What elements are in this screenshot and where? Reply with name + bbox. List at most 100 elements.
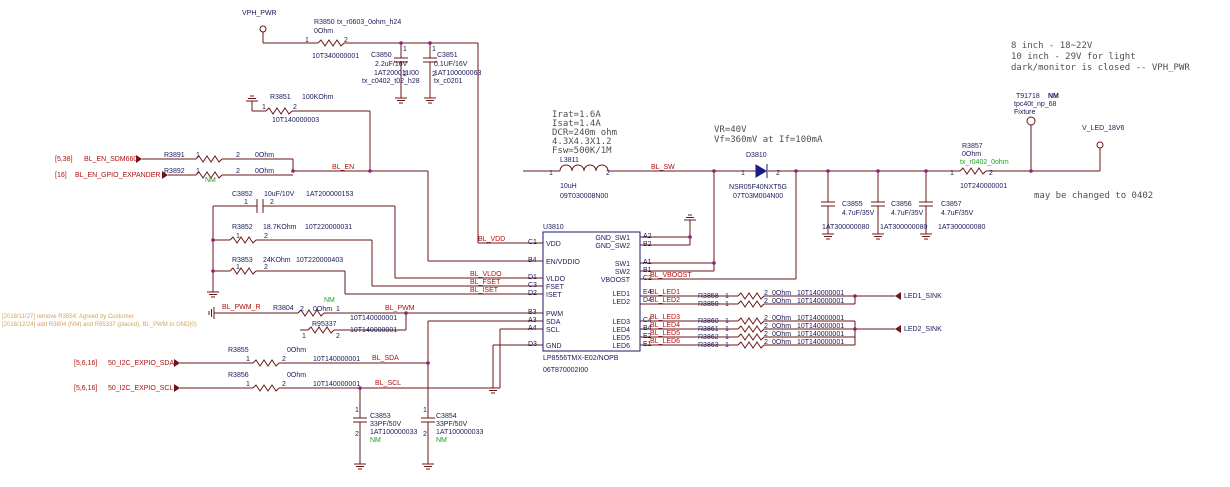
r3804-value: 0Ohm	[313, 306, 332, 313]
c3854-pin1: 1	[423, 407, 427, 414]
symbols	[195, 25, 1104, 428]
ic-pin-name-led1: LED1	[612, 291, 630, 298]
r95337-pin2: 2	[336, 333, 340, 340]
offpage-scl: 50_I2C_EXPIO_SCL	[108, 385, 173, 392]
net-bl-pwm-r: BL_PWM_R	[222, 304, 261, 311]
resistor-icon-r3852	[229, 236, 257, 244]
c3852-value: 10uF/10V	[264, 191, 295, 198]
c3853-pn: 1AT100000033	[370, 429, 417, 436]
r3862-pn: 10T140000001	[797, 331, 844, 338]
net-bl-scl: BL_SCL	[375, 380, 401, 387]
ic-pin-num-a1: A1	[643, 259, 652, 266]
r3852-pn: 10T220000031	[305, 224, 352, 231]
ic-pin-name-sw1: SW1	[615, 261, 630, 268]
ic-pin-num-c1: C1	[528, 239, 537, 246]
ic-pin-name-gnd: GND	[546, 343, 562, 350]
ground-icon-c3853	[353, 457, 367, 470]
ground-icon-c3854	[421, 457, 435, 470]
c3851-value: 0.1UF/16V	[434, 61, 468, 68]
r3850-pin1: 1	[305, 37, 309, 44]
net-led1-sink: LED1_SINK	[904, 293, 942, 300]
r3862-ref: R3862	[698, 334, 719, 341]
r3855-pn: 10T140000001	[313, 356, 360, 363]
resistor-icon-r3858	[737, 292, 765, 300]
capacitor-icon-c3850	[394, 57, 408, 68]
d3810-pn: 07T03M004N00	[733, 193, 783, 200]
r3858-value: 0Ohm	[772, 290, 791, 297]
c3850-pn: 1AT200011I00	[374, 70, 419, 77]
r3856-pin1: 1	[246, 381, 250, 388]
ic-pin-num-c4: C4	[643, 317, 652, 324]
r3892-pin1: 1	[196, 168, 200, 175]
r3850-value: 0Ohm	[314, 28, 333, 35]
c3851-pin2: 2	[432, 71, 436, 78]
c3855-pn: 1AT300000080	[822, 224, 869, 231]
r95337-pn: 10T140000001	[350, 327, 397, 334]
c3853-pin2: 2	[355, 431, 359, 438]
ground-icon-c3851	[423, 91, 437, 104]
r3856-ref: R3856	[228, 372, 249, 379]
ic-pin-num-d3: D3	[528, 341, 537, 348]
ic-pin-name-led4: LED4	[612, 327, 630, 334]
ic-pin-name-vldo: VLDO	[546, 276, 566, 283]
arrow-icon-led2-sink	[895, 325, 901, 333]
l3811-pin2: 2	[606, 170, 610, 177]
r3855-value: 0Ohm	[287, 347, 306, 354]
c3851-footprint: tx_c0201	[434, 78, 463, 85]
ic-pin-num-b3: B3	[528, 309, 537, 316]
inductor-note-2: Isat=1.4A	[552, 119, 601, 129]
vph-pwr-label: VPH_PWR	[242, 10, 277, 17]
fixture-nm: NM	[1048, 93, 1059, 100]
arrow-icon-en-gpio	[162, 171, 168, 179]
testpoint-icon-vled	[1096, 141, 1104, 149]
ic-pin-num-a3: A3	[528, 317, 537, 324]
offpage-en-sdm-ref: [5,38]	[55, 156, 73, 163]
c3850-footprint: tx_c0402_t02_h28	[362, 78, 420, 85]
r3862-value: 0Ohm	[772, 331, 791, 338]
ic-pin-num-b2: B2	[643, 241, 652, 248]
offpage-en-gpio-ref: [16]	[55, 172, 67, 179]
r3861-pin2: 2	[764, 323, 768, 330]
capacitor-icon-c3851	[423, 57, 437, 68]
l3811-pin1: 1	[549, 170, 553, 177]
r3852-pin1: 1	[236, 233, 240, 240]
ic-pin-num-a2: A2	[643, 233, 652, 240]
c3853-value: 33PF/50V	[370, 421, 401, 428]
resistor-icon-r3862	[737, 333, 765, 341]
r3852-ref: R3852	[232, 224, 253, 231]
c3855-ref: C3855	[842, 201, 863, 208]
ic-pin-name-iset: ISET	[546, 292, 562, 299]
ic-pin-num-d2: D2	[528, 290, 537, 297]
resistor-icon-r3856	[252, 384, 280, 392]
r3851-pin1: 1	[262, 104, 266, 111]
net-bl-sda: BL_SDA	[372, 355, 399, 362]
ic-pin-num-e2: E2	[643, 333, 652, 340]
d3810-part: NSR05F40NXT5G	[729, 184, 787, 191]
voltage-note-2: 10 inch - 29V for light	[1011, 52, 1136, 62]
r3860-value: 0Ohm	[772, 315, 791, 322]
ic-pin-name-en-vddio: EN/VDDIO	[546, 259, 580, 266]
r3857-value: 0Ohm	[962, 151, 981, 158]
r3891-pin2: 2	[236, 152, 240, 159]
history-note-1: [2018/11/27] remove R3854; Agreed by Cus…	[2, 314, 134, 320]
r3855-ref: R3855	[228, 347, 249, 354]
voltage-note-1: 8 inch - 18~22V	[1011, 41, 1093, 51]
r3860-pin2: 2	[764, 315, 768, 322]
r3861-pin1: 1	[725, 326, 729, 333]
c3852-pin1: 1	[244, 199, 248, 206]
ic-pin-name-led2: LED2	[612, 299, 630, 306]
ic-body	[542, 231, 641, 352]
net-bl-led3: BL_LED3	[650, 314, 680, 321]
r3858-pn: 10T140000001	[797, 290, 844, 297]
ground-icon-ic	[486, 381, 500, 394]
c3850-pin1: 1	[403, 46, 407, 53]
capacitor-icon-c3855	[821, 201, 835, 210]
testpoint-icon-fixture	[1026, 116, 1036, 126]
r3804-pin1: 1	[336, 306, 340, 313]
r95337-pin1: 1	[302, 333, 306, 340]
c3854-nm: NM	[436, 437, 447, 444]
c3855-value: 4.7uF/35V	[842, 210, 875, 217]
resistor-icon-r3863	[737, 341, 765, 349]
ground-icon-pulldown	[245, 95, 259, 108]
